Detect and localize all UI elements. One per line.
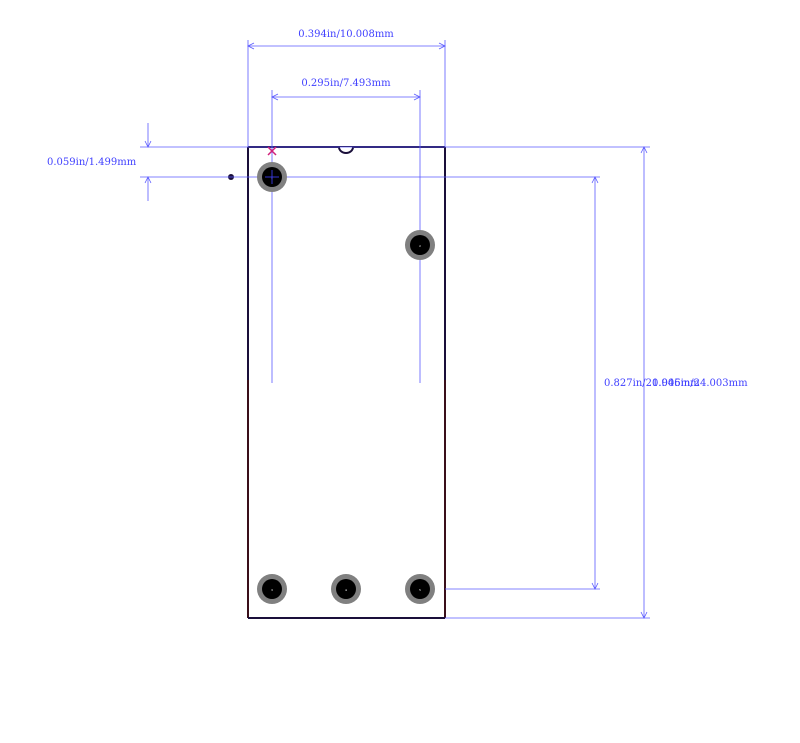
arrowhead: [247, 42, 255, 50]
pad-3[interactable]: 3: [257, 574, 287, 604]
pad-label: 3: [271, 588, 273, 592]
pin1-origin-marker: [267, 146, 277, 156]
pad-label: 5: [419, 588, 421, 592]
dim-label-pin-span: 0.827in/21.006mm: [604, 378, 700, 389]
arrowhead: [271, 93, 279, 101]
package-outline: [228, 146, 446, 619]
pad-label: 4: [345, 588, 347, 592]
pad-4[interactable]: 4: [331, 574, 361, 604]
dim-label-overall-width: 0.394in/10.008mm: [298, 29, 394, 40]
arrowhead: [591, 582, 599, 590]
dimension-labels: 0.394in/10.008mm 0.295in/7.493mm 0.059in…: [47, 29, 748, 389]
dimension-lines: [140, 40, 650, 619]
pin1-notch: [338, 146, 354, 154]
arrowhead: [640, 611, 648, 619]
arrowhead: [591, 176, 599, 184]
arrowhead: [413, 93, 421, 101]
pads: 1 2 3 4 5: [257, 162, 435, 604]
arrowhead: [144, 140, 152, 148]
dim-label-overall-height: 0.945in/24.003mm: [652, 378, 748, 389]
arrowhead: [144, 176, 152, 184]
pad-2[interactable]: 2: [405, 230, 435, 260]
pad-label: 2: [419, 244, 421, 248]
dim-label-pin1-offset: 0.059in/1.499mm: [47, 157, 137, 168]
arrowhead: [438, 42, 446, 50]
dim-label-pin-pitch: 0.295in/7.493mm: [301, 78, 391, 89]
arrowhead: [640, 146, 648, 154]
pad-5[interactable]: 5: [405, 574, 435, 604]
